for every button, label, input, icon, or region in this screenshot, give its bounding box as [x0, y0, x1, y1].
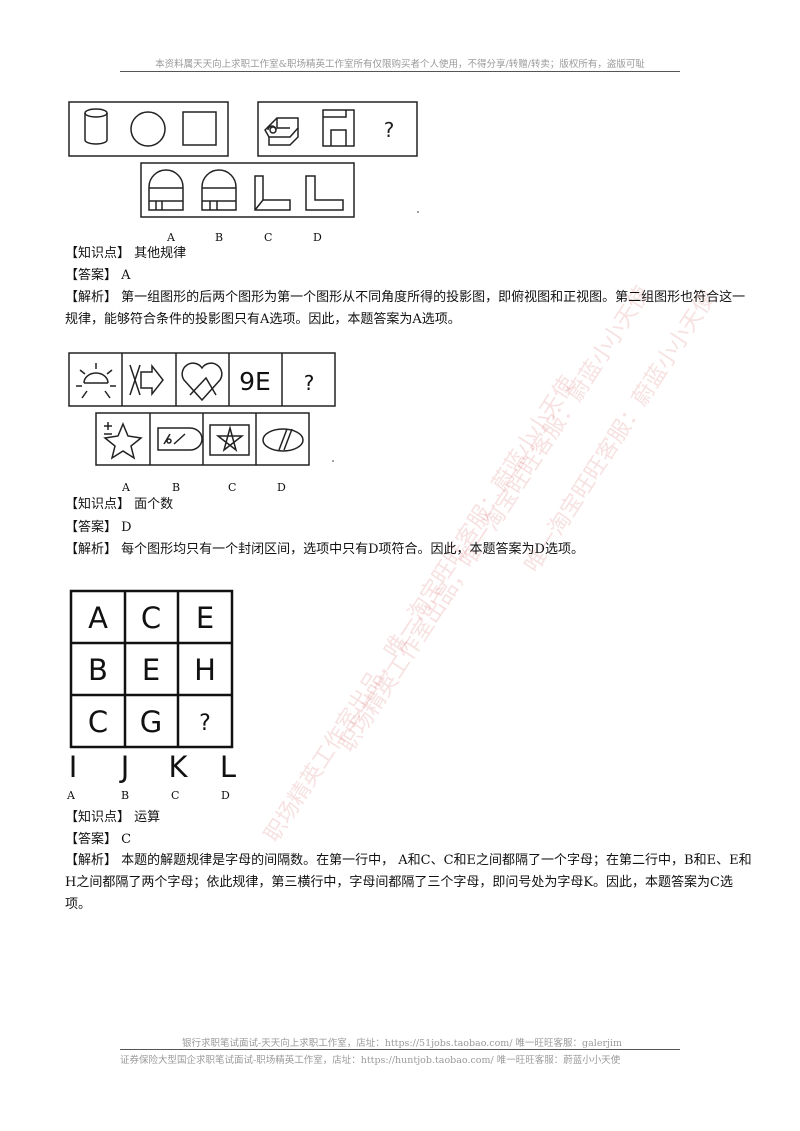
- choice-letter: J: [119, 750, 130, 784]
- q2-answer: 【答案】 D: [65, 520, 132, 535]
- option-label-d: D: [221, 789, 230, 802]
- option-label-c: C: [171, 789, 180, 802]
- option-label-a: A: [67, 789, 75, 802]
- q2-puzzle-frame: [68, 352, 336, 407]
- option-b-shape: [201, 169, 237, 211]
- solid-object-shape: [264, 117, 299, 146]
- q1-analysis: 【解析】 第一组图形的后两个图形为第一个图形从不同角度所得的投影图，即俯视图和正…: [65, 290, 746, 327]
- q1-answer: 【答案】 A: [65, 268, 131, 283]
- option-label-c: C: [264, 231, 273, 244]
- footer-rule: [120, 1049, 680, 1050]
- option-a-shape: [103, 422, 143, 460]
- square-shape: [182, 111, 217, 146]
- option-d-shape: [262, 428, 304, 452]
- choice-letter: L: [220, 750, 236, 784]
- grid-cell: C: [141, 601, 161, 635]
- sun-shape: [76, 363, 116, 399]
- choice-letter: K: [168, 750, 188, 784]
- front-view-shape: [322, 109, 355, 147]
- option-d-shape: [305, 175, 344, 211]
- footer-line-1: 银行求职笔试面试-天天向上求职工作室，店址：https://51jobs.tao…: [182, 1038, 622, 1049]
- option-label-b: B: [172, 481, 181, 494]
- grid-cell: A: [88, 601, 108, 635]
- arrow-shape: [129, 363, 164, 397]
- grid-cell: B: [88, 653, 108, 687]
- option-label-a: A: [167, 231, 175, 244]
- q1-group2-frame: [257, 101, 418, 157]
- header-notice: 本资料属天天向上求职工作室&职场精英工作室所有仅限购买者个人使用，不得分享/转赠…: [155, 59, 645, 70]
- option-c-shape: [209, 424, 250, 456]
- letter-grid-frame: [69, 589, 234, 749]
- q1-group1-frame: [68, 101, 229, 157]
- q3-analysis: 【解析】 本题的解题规律是字母的间隔数。在第一行中， A和C、C和E之间都隔了一…: [65, 853, 752, 912]
- footer-line-2: 证券保险大型国企求职笔试面试-职场精英工作室，店址：https://huntjo…: [120, 1055, 621, 1066]
- option-label-a: A: [122, 481, 130, 494]
- q2-analysis: 【解析】 每个图形均只有一个封闭区间，选项中只有D项符合。因此，本题答案为D选项…: [65, 542, 584, 557]
- option-label-b: B: [121, 789, 130, 802]
- heart-shape: [181, 362, 223, 402]
- option-label-d: D: [277, 481, 286, 494]
- q1-knowledge-point: 【知识点】 其他规律: [65, 246, 187, 261]
- q2-cell-text: 9E: [239, 367, 271, 396]
- option-label-c: C: [228, 481, 237, 494]
- q3-answer: 【答案】 C: [65, 832, 132, 847]
- grid-cell: E: [142, 653, 160, 687]
- cylinder-shape: [84, 108, 108, 145]
- question-mark: ?: [384, 118, 395, 142]
- q3-knowledge-point: 【知识点】 运算: [65, 810, 161, 825]
- header-rule: [120, 71, 680, 72]
- option-label-d: D: [313, 231, 322, 244]
- grid-cell: H: [194, 653, 216, 687]
- q1-options-frame: [140, 162, 355, 218]
- question-mark: ?: [304, 371, 315, 395]
- circle-shape: [130, 111, 166, 147]
- option-b-shape: [157, 427, 203, 451]
- grid-cell: E: [196, 601, 214, 635]
- question-mark: ?: [199, 711, 211, 736]
- option-a-shape: [148, 169, 184, 211]
- grid-cell: C: [88, 705, 108, 739]
- grid-cell: G: [140, 705, 162, 739]
- choice-letter: I: [69, 750, 78, 784]
- option-label-b: B: [215, 231, 224, 244]
- q2-knowledge-point: 【知识点】 面个数: [65, 497, 174, 512]
